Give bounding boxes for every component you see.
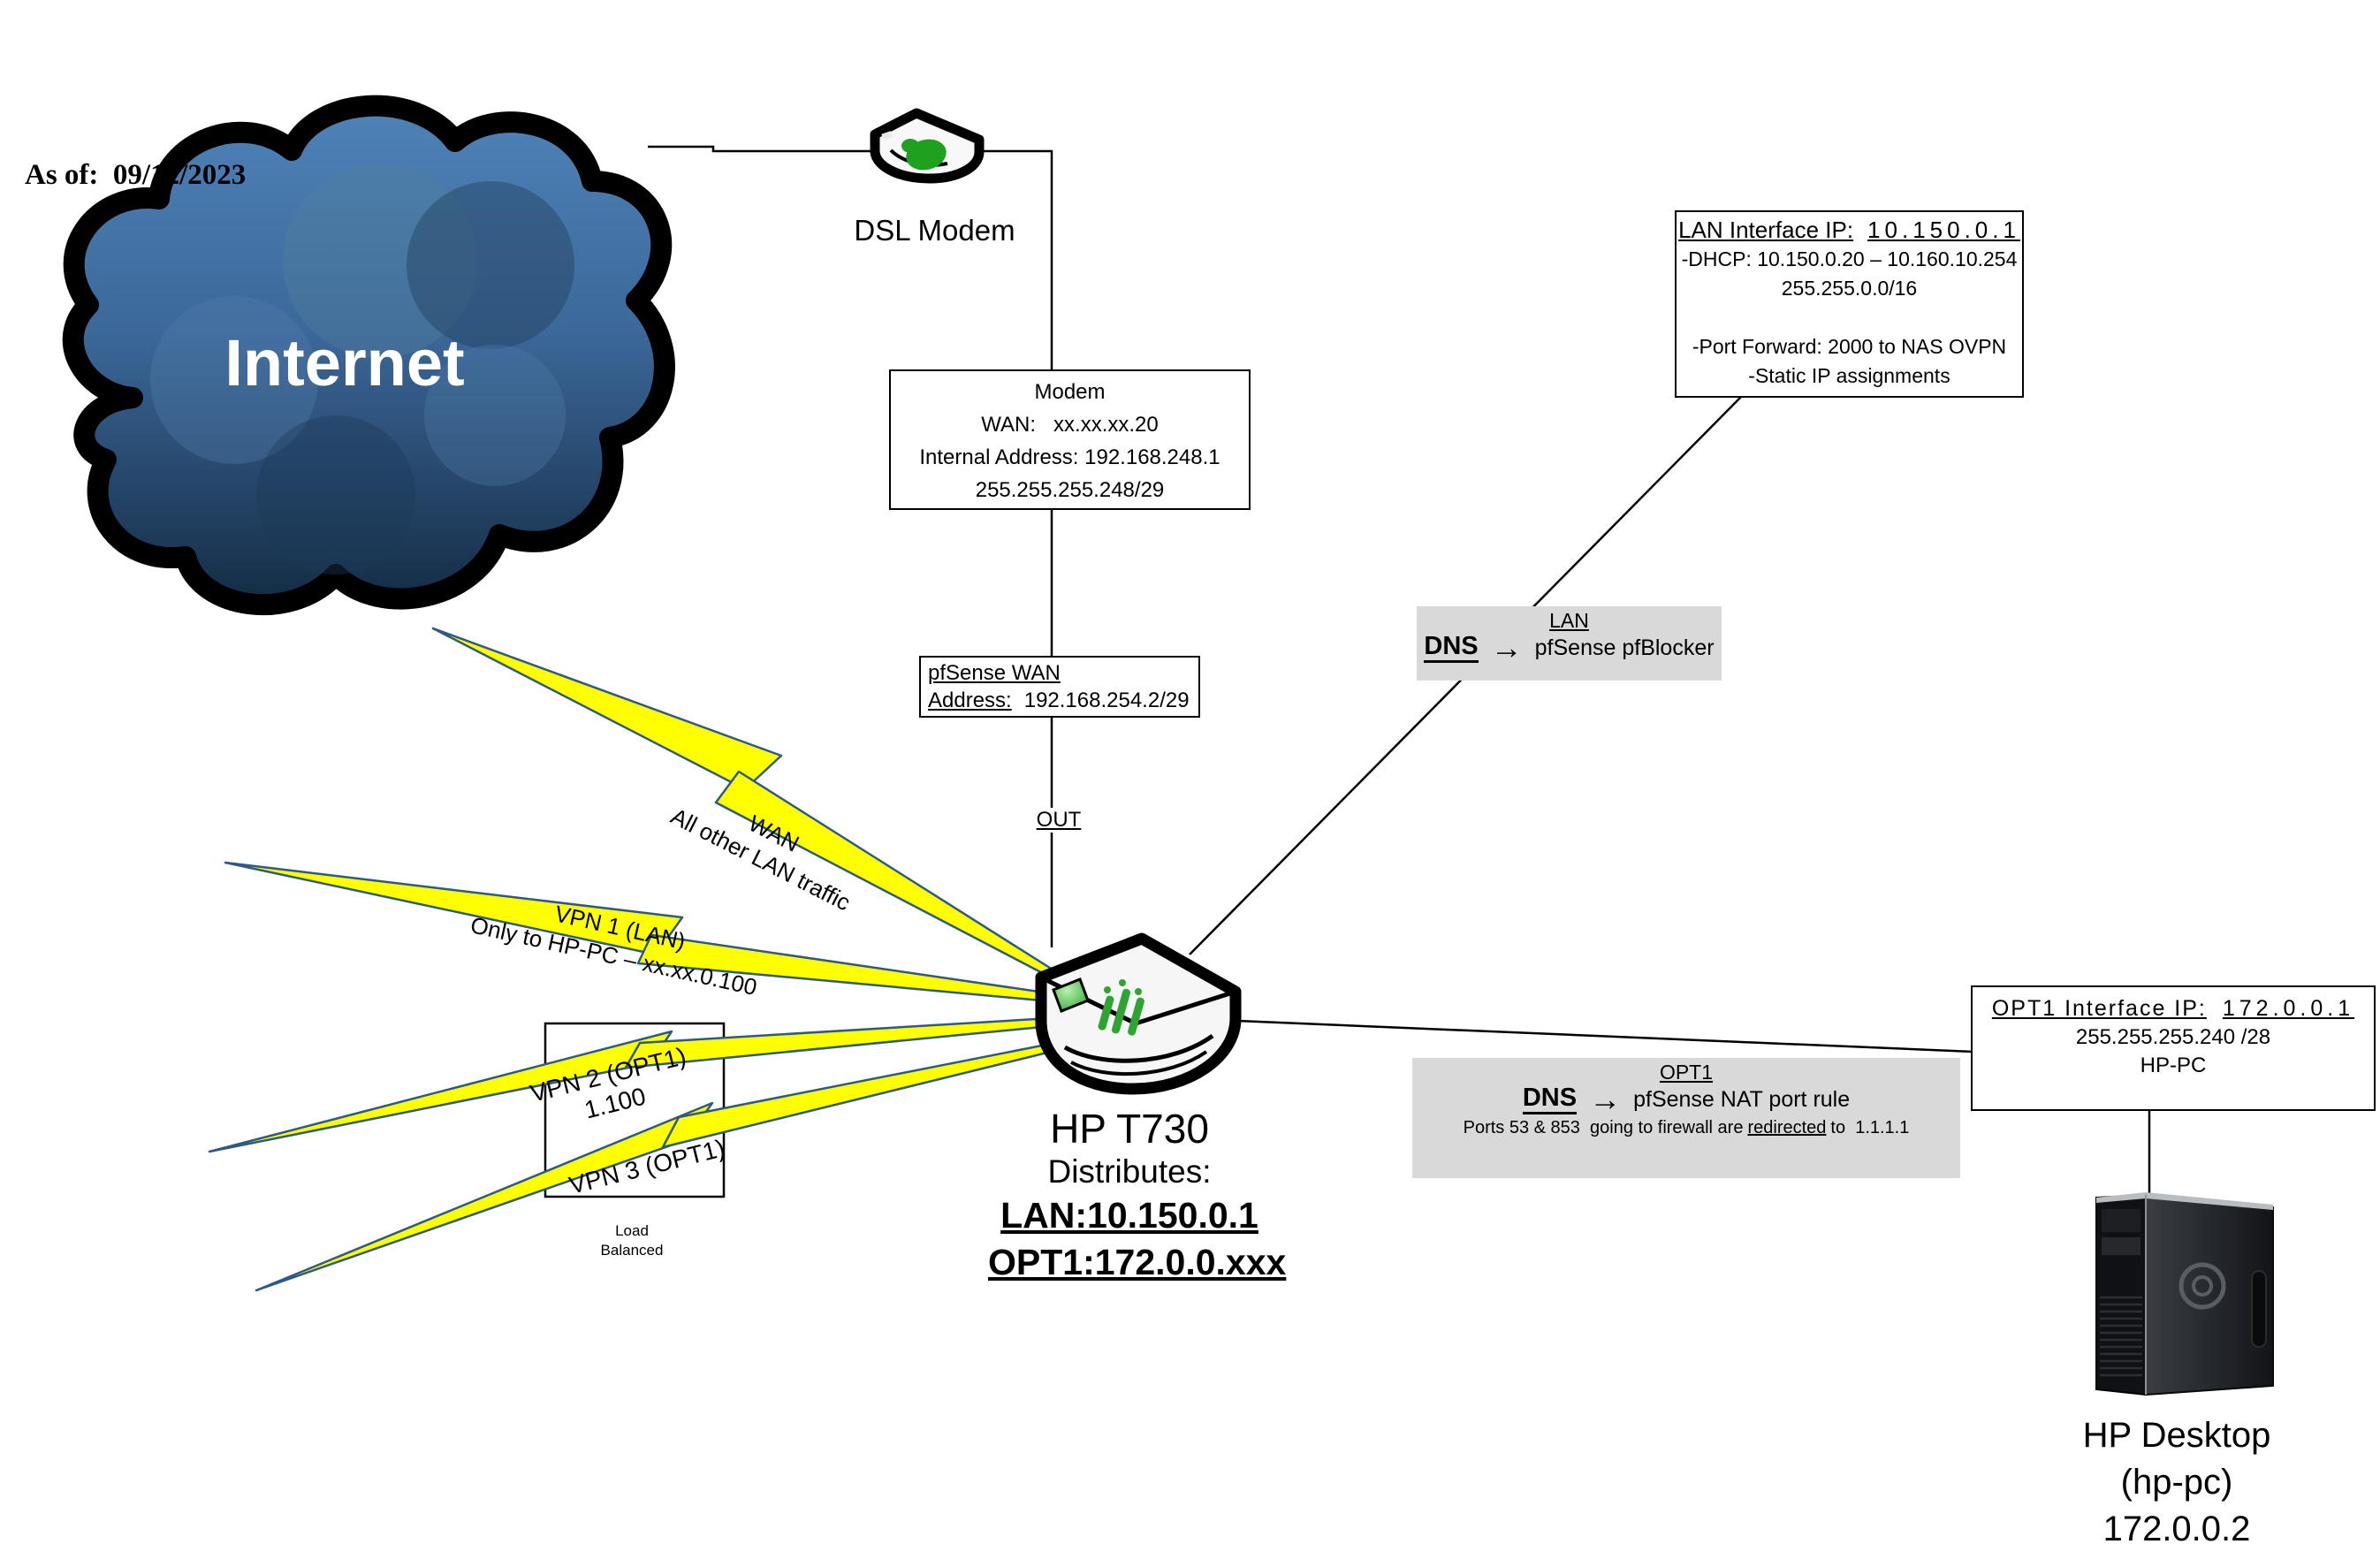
opt1-host: HP-PC (2140, 1054, 2207, 1077)
dns-label: DNS (1424, 633, 1479, 663)
vpn3-bolt (255, 1042, 1053, 1292)
internet-cloud (62, 95, 675, 616)
dns-lan-note: LAN DNS → pfSense pfBlocker (1417, 606, 1722, 681)
lan-dhcp-range: -DHCP: 10.150.0.20 – 10.160.10.254 (1681, 247, 2018, 270)
hp-desktop-hostname: (hp-pc) (2120, 1463, 2233, 1502)
pfsense-wan-address-label: Address: (928, 688, 1012, 712)
lan-interface-title: LAN Interface IP: 10.150.0.1 (1677, 216, 2022, 245)
link-cloud-modem-line (648, 145, 1053, 369)
router-distributes-label: Distributes: (1047, 1153, 1212, 1190)
lan-interface-box: LAN Interface IP: 10.150.0.1 -DHCP: 10.15… (1675, 210, 2024, 398)
lan-port-forward: -Port Forward: 2000 to NAS OVPN (1692, 335, 2007, 358)
lan-interface-ip: 10.150.0.1 (1867, 217, 2020, 243)
dns-lan-row: DNS → pfSense pfBlocker (1417, 632, 1722, 664)
spacer (1677, 303, 2022, 332)
modem-info-box: Modem WAN: xx.xx.xx.20 Internal Address:… (889, 369, 1251, 510)
hp-desktop-caption: HP Desktop (hp-pc) 172.0.0.2 (2049, 1412, 2305, 1553)
modem-title: Modem (1034, 380, 1106, 404)
lan-static-assignments: -Static IP assignments (1748, 364, 1950, 387)
load-note-line2: Balanced (600, 1242, 664, 1259)
opt1-subnet-mask: 255.255.255.240 /28 (2075, 1025, 2271, 1049)
dns-opt1-row: DNS → pfSense NAT port rule (1412, 1084, 1960, 1115)
lan-interface-title-label: LAN Interface IP: (1678, 217, 1854, 243)
lan-subnet-mask: 255.255.0.0/16 (1781, 277, 1918, 300)
pfsense-wan-address-value: 192.168.254.2/29 (1023, 688, 1190, 712)
modem-wan-ip: WAN: xx.xx.xx.20 (981, 413, 1159, 437)
arrow-right-icon: → (1589, 1081, 1622, 1117)
link-router-opt1box-line (1236, 1019, 1974, 1054)
router-antenna-icon (1098, 979, 1144, 1036)
router-model-label: HP T730 (1050, 1106, 1209, 1152)
opt1-interface-box: OPT1 Interface IP: 172.0.0.1 255.255.255.… (1971, 985, 2376, 1111)
opt1-interface-title-label: OPT1 Interface IP: (1991, 996, 2207, 1021)
dsl-modem-label: DSL Modem (854, 214, 1015, 247)
hp-desktop-name: HP Desktop (2082, 1416, 2271, 1455)
modem-subnet-mask: 255.255.255.248/29 (975, 478, 1165, 502)
dns-opt1-tag: OPT1 (1659, 1061, 1714, 1084)
bolt-links (208, 627, 1054, 1292)
as-of-date: As of: 09/12/2023 (25, 159, 247, 191)
pfsense-wan-address-line: Address: 192.168.254.2/29 (928, 687, 1191, 714)
ports-note-suffix: to 1.1.1.1 (1830, 1118, 1910, 1137)
pfsense-wan-box: pfSense WAN Address: 192.168.254.2/29 (919, 656, 1200, 718)
internet-cloud-label: Internet (224, 326, 465, 399)
dns-lan-tag: LAN (1549, 609, 1589, 632)
dsl-modem-icon (870, 108, 985, 184)
opt1-interface-ip: 172.0.0.1 (2222, 996, 2355, 1021)
router-opt1-subnet: OPT1:172.0.0.xxx (988, 1242, 1287, 1282)
out-port-label: OUT (1032, 808, 1085, 833)
ports-note-redirected: redirected (1747, 1118, 1827, 1137)
opt1-interface-title: OPT1 Interface IP: 172.0.0.1 (1973, 994, 2374, 1023)
hp-desktop-ip: 172.0.0.2 (2102, 1510, 2251, 1548)
vpn1-bolt (224, 861, 1053, 1003)
router-icon (1035, 932, 1242, 1095)
dns-label: DNS (1522, 1084, 1578, 1114)
load-balanced-note: Load Balanced (579, 1221, 685, 1260)
vpn2-bolt (208, 1016, 1053, 1153)
hp-desktop-tower-icon (2095, 1192, 2274, 1396)
dns-lan-value: pfSense pfBlocker (1534, 635, 1715, 660)
arrow-right-icon: → (1490, 629, 1523, 666)
dns-opt1-value: pfSense NAT port rule (1633, 1087, 1851, 1112)
router-lan-subnet: LAN:10.150.0.1 (1000, 1195, 1258, 1236)
modem-internal-ip: Internal Address: 192.168.248.1 (919, 445, 1220, 469)
dns-opt1-note: OPT1 DNS → pfSense NAT port rule Ports 5… (1412, 1058, 1960, 1178)
load-note-line1: Load (615, 1222, 649, 1239)
pfsense-wan-title: pfSense WAN (928, 661, 1061, 685)
ports-note-prefix: Ports 53 & 853 going to firewall are (1463, 1118, 1744, 1137)
